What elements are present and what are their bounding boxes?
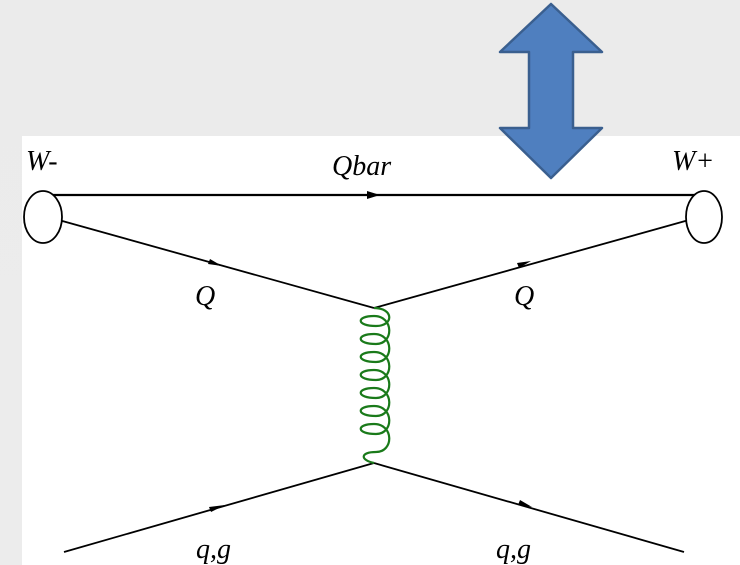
- qbar-label: Qbar: [332, 151, 391, 182]
- qbar-arrowhead: [367, 191, 380, 199]
- qg-right-arrowhead: [518, 500, 532, 507]
- qg-right-line: [373, 462, 685, 553]
- gluon-spring-icon: [359, 306, 391, 465]
- q-left-arrowhead: [208, 259, 222, 266]
- diagram-panel: [22, 136, 740, 565]
- w-plus-label: W+: [672, 146, 714, 177]
- q-left-label: Q: [195, 281, 215, 312]
- double-headed-vertical-arrow-icon: [498, 2, 604, 180]
- w-minus-label: W-: [26, 146, 58, 177]
- q-right-arrowhead: [517, 261, 531, 268]
- qg-left-label: q,g: [196, 534, 231, 565]
- w-plus-blob: [685, 190, 723, 244]
- qg-left-arrowhead: [209, 505, 225, 512]
- qg-right-label: q,g: [496, 534, 531, 565]
- q-right-label: Q: [514, 281, 534, 312]
- w-minus-blob: [23, 190, 63, 244]
- q-right-line: [373, 217, 697, 309]
